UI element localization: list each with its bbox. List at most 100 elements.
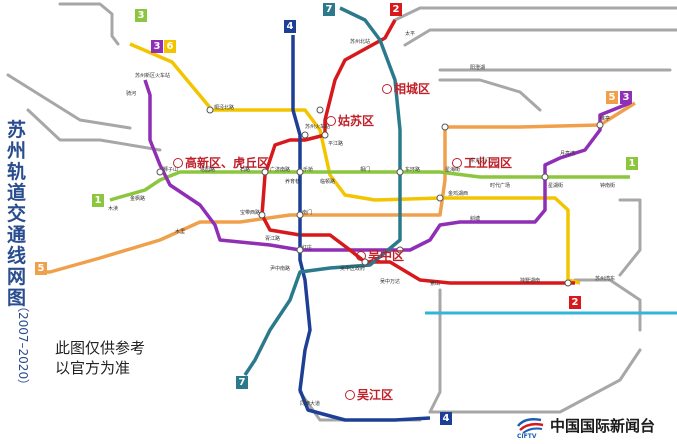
line-4-south-badge: 4 <box>440 412 452 425</box>
station-label: 尹中南路 <box>270 266 291 272</box>
station-label: 相门 <box>360 167 371 173</box>
disclaimer-note: 此图仅供参考 以官方为准 <box>55 338 145 378</box>
line-5-east-badge: 5 <box>606 91 618 104</box>
station-label: 唯亭 <box>600 116 611 122</box>
line-1-west-badge: 1 <box>92 194 104 207</box>
cifTV-logo: CIFTV 中国国际新闻台 <box>515 414 675 442</box>
title-char: 网 <box>6 266 27 288</box>
district-label: 工业园区 <box>464 156 513 170</box>
line-8-planned <box>58 2 120 46</box>
title-char: 苏 <box>6 119 27 141</box>
station-label: 金鸡湖西 <box>448 191 469 197</box>
station-label: 胥江路 <box>265 236 281 242</box>
station-label: 广济南路 <box>270 167 291 173</box>
gray-line-southeast <box>573 278 642 332</box>
station-label: 金枫路 <box>130 196 146 202</box>
line-2-north-badge: 2 <box>390 3 402 16</box>
station-label: 狮子山 <box>163 167 179 173</box>
map-title: 苏 州 轨 道 交 通 线 网 图 <box>4 120 30 309</box>
district-marker-icon <box>452 158 462 168</box>
district-label: 高新区、虎丘区 <box>185 156 270 170</box>
line-5 <box>35 101 636 274</box>
station-label: 星湖街 <box>548 183 564 189</box>
district-label: 相城区 <box>394 82 431 96</box>
station-label: 吴中区政府 <box>340 266 366 272</box>
station-label: 木渎 <box>108 206 119 212</box>
line-4-north-badge: 4 <box>284 20 296 33</box>
station-label: 苏州火车站 <box>305 124 331 130</box>
station-label: 骑河 <box>126 91 137 97</box>
line-3-east-badge: 3 <box>620 91 632 104</box>
station-label: 东环路 <box>405 167 421 173</box>
station-label: 月亮湾 <box>560 151 576 157</box>
station-label: 同津大道 <box>300 401 321 407</box>
station-label: 独墅湖南 <box>520 278 541 284</box>
station-label: 星海街 <box>445 167 461 173</box>
station-label: 临顿路 <box>320 179 336 185</box>
gray-line-north-right <box>393 6 677 22</box>
gray-line-south-east <box>428 348 642 414</box>
title-char: 轨 <box>6 161 27 183</box>
line-5-west-badge: 5 <box>35 262 47 275</box>
station-label: 吴中万达 <box>380 279 401 285</box>
title-char: 交 <box>6 203 27 225</box>
title-char: 线 <box>6 245 27 267</box>
disclaimer-line: 以官方为准 <box>55 359 131 377</box>
station-label: 平江路 <box>328 141 344 147</box>
station-label: 苏州北站 <box>350 39 371 45</box>
district-marker-icon <box>356 251 366 261</box>
logo-sub-text: CIFTV <box>517 433 537 440</box>
interchanges <box>156 106 604 287</box>
gray-line-east-vert <box>618 198 642 277</box>
district-gusu: 姑苏区 <box>326 112 374 129</box>
line-7 <box>243 6 402 376</box>
station-label: 养育巷 <box>285 179 301 185</box>
station-label: 南门 <box>302 210 313 216</box>
title-char: 道 <box>6 182 27 204</box>
district-gaoxin: 高新区、虎丘区 <box>173 154 269 171</box>
planned-lines <box>6 2 677 422</box>
station-label: 东方之门 <box>470 158 491 164</box>
map-years: （2007–2020） <box>16 300 30 392</box>
district-label: 吴中区 <box>368 249 405 263</box>
gray-line-east-mid <box>438 78 542 112</box>
gray-line-west <box>6 73 132 130</box>
station-label: 时代广场 <box>490 183 511 189</box>
station-label: 塔园路 <box>200 167 216 173</box>
district-xiangcheng: 相城区 <box>382 80 430 97</box>
line-1-east-badge: 1 <box>626 157 638 170</box>
line-2-south-badge: 2 <box>569 296 581 309</box>
line-7-south-badge: 7 <box>236 376 248 389</box>
gray-line-northwest <box>26 108 162 152</box>
station-label: 斜塘 <box>470 216 481 222</box>
gray-line-northeast <box>403 28 677 47</box>
district-marker-icon <box>173 158 183 168</box>
station-label: 苏州新区火车站 <box>135 73 171 79</box>
station-label: 索山 <box>430 281 441 287</box>
district-label: 吴江区 <box>357 388 394 402</box>
gray-line-south <box>428 288 442 414</box>
district-label: 姑苏区 <box>338 114 375 128</box>
title-char: 州 <box>6 140 27 162</box>
line-3-top-badge: 3 <box>135 9 147 22</box>
station-label: 木里 <box>175 229 186 235</box>
line-4 <box>291 35 431 422</box>
station-label: 红庄 <box>302 245 313 251</box>
line-6 <box>129 42 581 285</box>
disclaimer-line: 此图仅供参考 <box>55 339 146 357</box>
station-label: 石路 <box>240 167 251 173</box>
station-label: 钟南街 <box>600 183 616 189</box>
globe-logo-icon <box>517 418 544 434</box>
line-6-northwest-badge: 6 <box>164 40 176 53</box>
station-label: 桐泾北路 <box>214 105 235 111</box>
line-3-northwest-badge: 3 <box>151 40 163 53</box>
district-marker-icon <box>382 84 392 94</box>
title-char: 图 <box>6 287 27 309</box>
line-1 <box>109 170 630 202</box>
station-label: 宝带西路 <box>240 210 261 216</box>
district-wujiang: 吴江区 <box>345 386 393 403</box>
district-wuzhong: 吴中区 <box>356 247 404 264</box>
station-label: 苏州湾东 <box>595 276 616 282</box>
station-label: 乐桥 <box>303 167 314 173</box>
district-marker-icon <box>326 116 336 126</box>
